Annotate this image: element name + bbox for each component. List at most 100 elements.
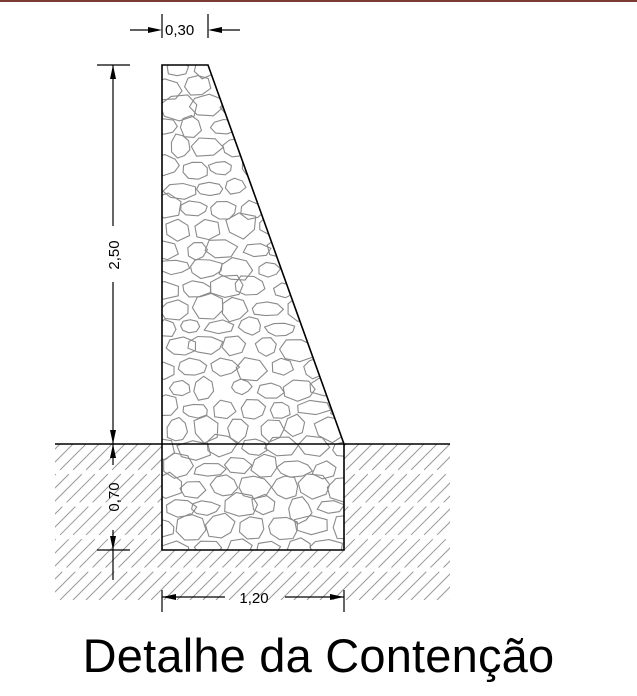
stone [280,97,312,118]
stone [324,354,344,380]
stone [162,154,180,177]
hatch-line [55,444,65,600]
hatch-line [515,440,637,600]
hatch-line [515,440,637,600]
hatch-line [0,440,12,600]
hatch-line [528,440,637,600]
hatch-line [55,444,104,600]
stone [278,339,316,363]
top-width-label: 0,30 [165,22,194,39]
hatch-line [489,440,637,600]
stone [162,438,176,461]
hatch-line [55,444,143,600]
stone [204,239,239,259]
stone [278,174,309,198]
stone [203,319,235,335]
hatch-line [567,440,637,600]
stone [312,98,338,120]
hatch-line [437,440,597,600]
hatch-line [293,550,344,600]
stone [188,93,224,117]
hatch-line [162,550,312,600]
hatch-line [606,440,637,600]
stone [175,513,207,541]
stone [194,218,221,241]
hatch-line [55,444,156,600]
hatch-group [0,440,637,600]
hatch-line [450,440,610,600]
stone [190,500,222,516]
stone [331,199,344,215]
wall-outline [161,64,345,551]
hatch-line [580,440,637,600]
stone [219,97,253,120]
hatch-line [436,444,450,600]
hatch-line [541,440,637,600]
stone [330,319,344,336]
stone [252,65,277,79]
stone [313,339,340,361]
stone [162,192,182,219]
hatch-line [0,440,51,600]
stone [241,438,268,456]
hatch-line [554,440,637,600]
hatch-line [280,550,344,600]
stone [162,361,175,380]
stone [240,117,269,140]
stone [187,335,224,355]
hatch-line [463,440,623,600]
hatch-line [0,440,51,600]
stone [182,403,208,419]
stone [250,136,283,157]
wall-height-dimension [97,64,130,444]
top-border-rule [0,0,637,2]
stone [237,316,261,336]
stone [256,540,282,550]
hatch-line [98,444,162,600]
stone [176,440,212,461]
stone [165,336,197,356]
top-width-dimension [130,14,240,38]
hatch-line [55,444,162,600]
hatch-line [397,444,450,600]
hatch-line [344,444,450,600]
stone [283,413,306,438]
drawing-title: Detalhe da Contenção [82,629,555,682]
stone [317,257,344,273]
stone [276,460,314,478]
hatch-line [515,440,637,600]
hatch-line [410,444,450,600]
stone [327,115,344,135]
stone [189,258,223,280]
hatch-line [55,444,91,600]
hatch-line [463,440,623,600]
hatch-line [202,550,344,600]
stone [269,401,291,419]
wall-height-label: 2,50 [106,240,123,269]
stone [332,514,344,540]
stone [162,471,183,500]
hatch-line [554,440,637,600]
hatch-line [163,550,325,600]
hatch-line [176,550,338,600]
stone [260,419,285,443]
stone [296,239,334,263]
stone [187,242,209,261]
hatch-line [0,440,38,600]
stone [272,158,295,177]
hatch-group [0,440,637,600]
hatch-line [619,440,637,600]
hatch-line [593,440,637,600]
hatch-line [0,440,38,600]
hatch-line [55,444,162,600]
hatch-line [0,440,64,600]
stone [258,261,282,278]
hatch-line [358,444,450,600]
stone [293,274,334,299]
hatch-line [344,444,390,600]
hatch-line [344,444,403,600]
stone [193,414,219,444]
stone [288,219,311,237]
base-width-label: 1,20 [239,590,268,607]
hatch-line [593,440,637,600]
